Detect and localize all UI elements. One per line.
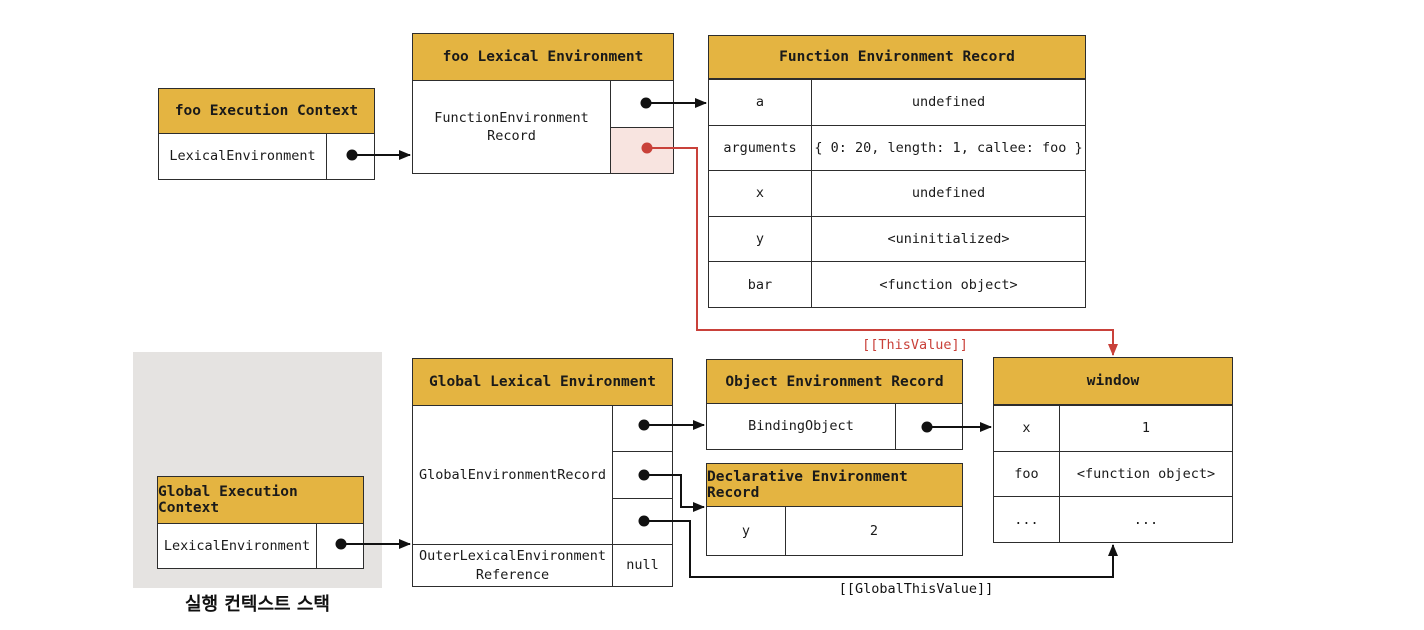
global-le-declarative-record-pointer-cell [613,451,672,497]
object-environment-record-box: Object Environment Record BindingObject [706,359,963,450]
this-value-annotation: [[ThisValue]] [862,337,968,353]
table-row: bar <function object> [709,261,1085,307]
global-le-global-this-pointer-cell [613,497,672,544]
foo-ec-lexical-environment-label: LexicalEnvironment [169,148,316,165]
global-ec-lexical-environment-label: LexicalEnvironment [163,537,311,554]
foo-lexical-environment-title: foo Lexical Environment [413,34,673,81]
foo-execution-context-title: foo Execution Context [159,89,374,134]
global-lexical-environment-title: Global Lexical Environment [413,359,672,406]
table-row: arguments { 0: 20, length: 1, callee: fo… [709,124,1085,171]
execution-context-stack-caption: 실행 컨텍스트 스택 [184,594,330,615]
global-lexical-environment-box: Global Lexical Environment GlobalEnviron… [412,358,673,587]
function-environment-record-label: FunctionEnvironment Record [434,109,589,144]
binding-object-pointer-cell [895,404,962,449]
outer-lexical-environment-reference-label: OuterLexicalEnvironment Reference [413,545,613,586]
table-row: x undefined [709,170,1085,216]
window-object-table: window x 1 foo <function object> ... ... [993,357,1233,543]
foo-le-record-pointer-cell [611,81,673,127]
foo-le-this-value-pointer-cell [611,126,673,173]
function-environment-record-title: Function Environment Record [709,36,1085,79]
global-execution-context-title: Global Execution Context [158,477,363,524]
global-environment-record-label: GlobalEnvironmentRecord [413,406,613,544]
declarative-environment-record-title: Declarative Environment Record [707,464,962,507]
global-le-object-record-pointer-cell [613,406,672,451]
global-ec-lexical-environment-pointer-cell [316,524,363,568]
foo-execution-context-box: foo Execution Context LexicalEnvironment [158,88,375,180]
declarative-environment-record-box: Declarative Environment Record y 2 [706,463,963,556]
function-environment-record-table: Function Environment Record a undefined … [708,35,1086,308]
binding-object-label: BindingObject [748,418,854,435]
global-this-value-annotation: [[GlobalThisValue]] [838,581,994,597]
table-row: y <uninitialized> [709,215,1085,262]
global-execution-context-box: Global Execution Context LexicalEnvironm… [157,476,364,569]
table-row: x 1 [994,405,1232,451]
table-row: ... ... [994,496,1232,543]
table-row: foo <function object> [994,450,1232,497]
window-object-title: window [994,358,1232,405]
table-row: y 2 [707,507,962,555]
outer-reference-null-value: null [626,557,659,574]
foo-ec-lexical-environment-pointer-cell [326,134,374,179]
object-environment-record-title: Object Environment Record [707,360,962,404]
foo-lexical-environment-box: foo Lexical Environment FunctionEnvironm… [412,33,674,174]
table-row: a undefined [709,79,1085,125]
